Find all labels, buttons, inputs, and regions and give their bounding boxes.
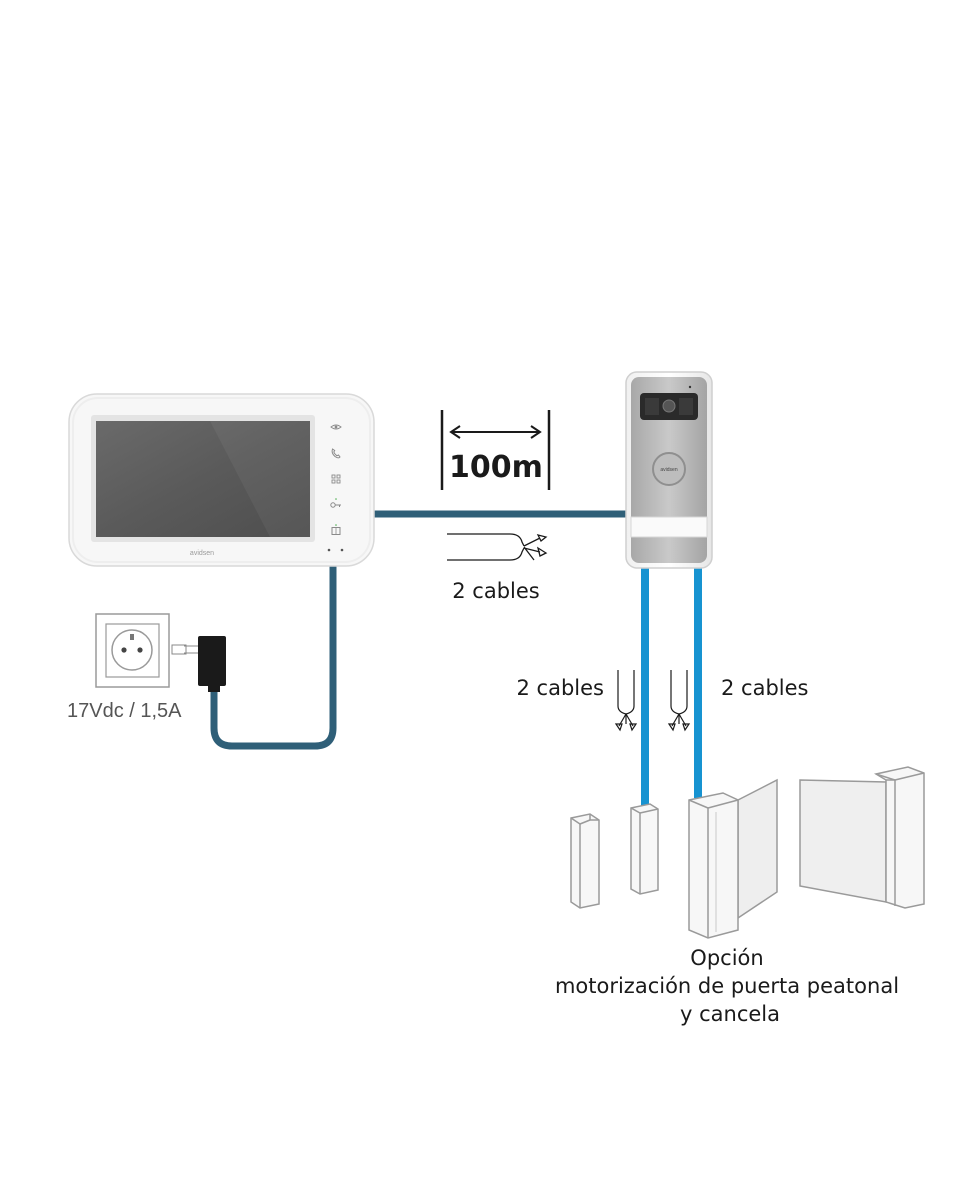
eye-icon (330, 424, 342, 430)
key-icon (330, 498, 341, 508)
call-button (652, 452, 686, 486)
vehicle-gate-motor (688, 778, 778, 939)
power-rating-label: 17Vdc / 1,5A (67, 700, 182, 722)
power-cable (210, 566, 337, 750)
distance-marker: 100m (440, 410, 551, 490)
option-line-2: motorización de puerta peatonal (555, 974, 899, 998)
power-adapter-icon (171, 636, 226, 692)
option-line-3: y cancela (680, 1002, 780, 1026)
indoor-monitor: avidsen (68, 393, 375, 567)
vehicle-gate-leaf (799, 766, 925, 909)
outdoor-door-panel: avidsen (625, 371, 713, 569)
gate-icon (331, 524, 341, 535)
power-socket-icon (95, 613, 170, 688)
cable-label-vehicle: 2 cables (721, 676, 808, 700)
option-title: Opción (690, 946, 763, 970)
two-wire-cable-icon-left (614, 670, 638, 732)
monitor-brand: avidsen (190, 550, 214, 557)
phone-icon (331, 448, 341, 459)
cable-label-pedestrian: 2 cables (517, 676, 604, 700)
name-plate (630, 516, 708, 538)
pedestrian-gate-motor (570, 803, 659, 909)
door-panel-brand: avidsen (660, 467, 677, 473)
two-wire-cable-icon-right (667, 670, 691, 732)
grid-icon (331, 474, 341, 484)
camera-lens-icon (662, 399, 676, 413)
two-wire-cable-icon (447, 533, 548, 561)
monitor-screen (96, 421, 310, 537)
cable-label-main: 2 cables (452, 579, 539, 603)
distance-label: 100m (449, 450, 543, 485)
